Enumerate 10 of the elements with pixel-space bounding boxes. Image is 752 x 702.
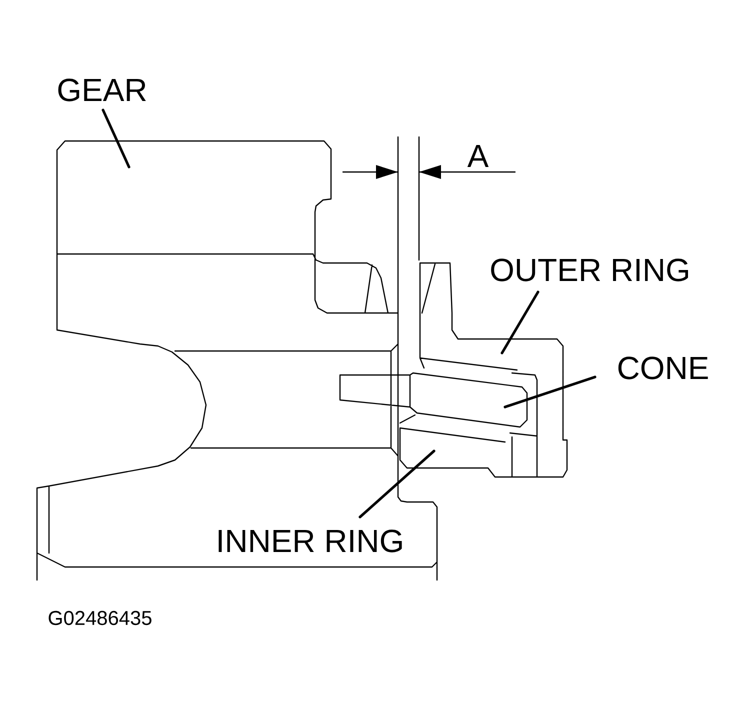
leader-line bbox=[358, 450, 436, 518]
part-label: GEAR bbox=[58, 78, 146, 102]
leader-line bbox=[500, 290, 540, 354]
part-label: CONE bbox=[618, 356, 708, 380]
leader-line bbox=[102, 108, 130, 168]
part-label: INNER RING bbox=[218, 530, 402, 552]
part-label: OUTER RING bbox=[491, 258, 688, 282]
figure-number: G02486435 bbox=[48, 610, 152, 626]
dimension-label: A bbox=[467, 145, 489, 167]
leader-line bbox=[504, 376, 596, 408]
